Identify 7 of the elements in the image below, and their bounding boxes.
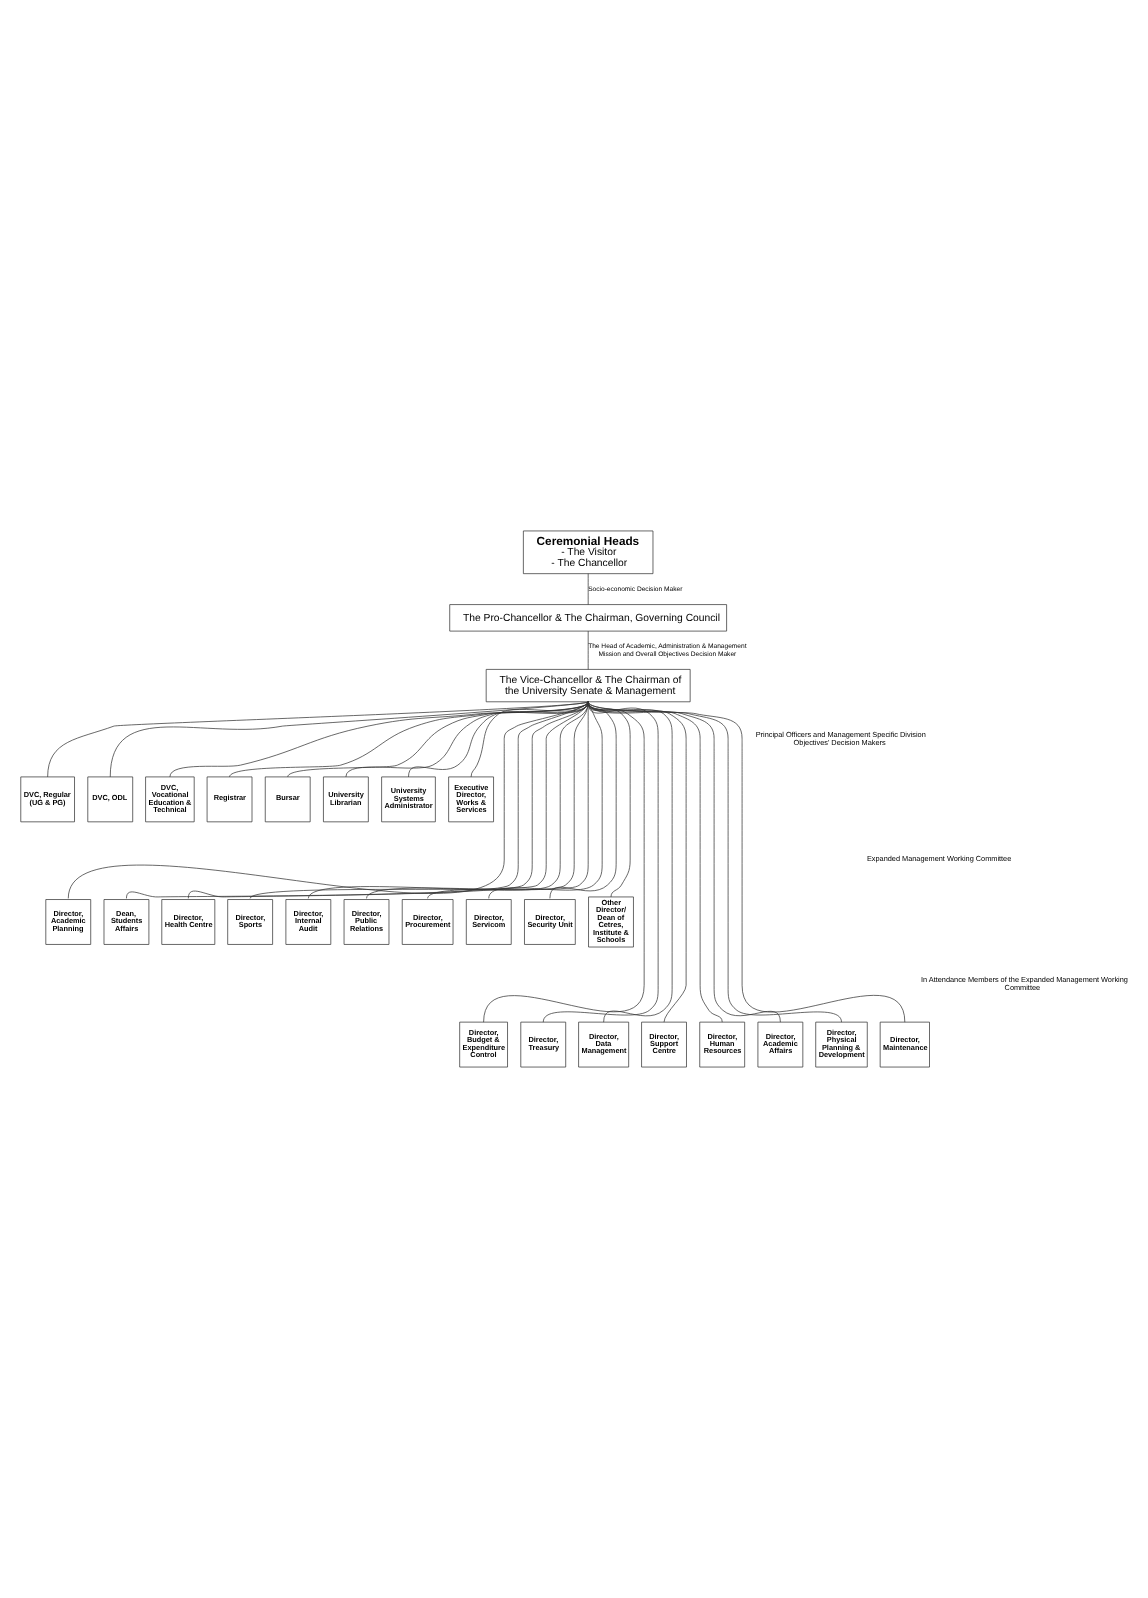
connector	[587, 630, 589, 670]
connector	[366, 701, 589, 899]
connector	[542, 701, 659, 1023]
connector	[587, 573, 589, 605]
connector	[307, 701, 589, 899]
connector	[287, 701, 589, 778]
connector	[249, 701, 589, 899]
